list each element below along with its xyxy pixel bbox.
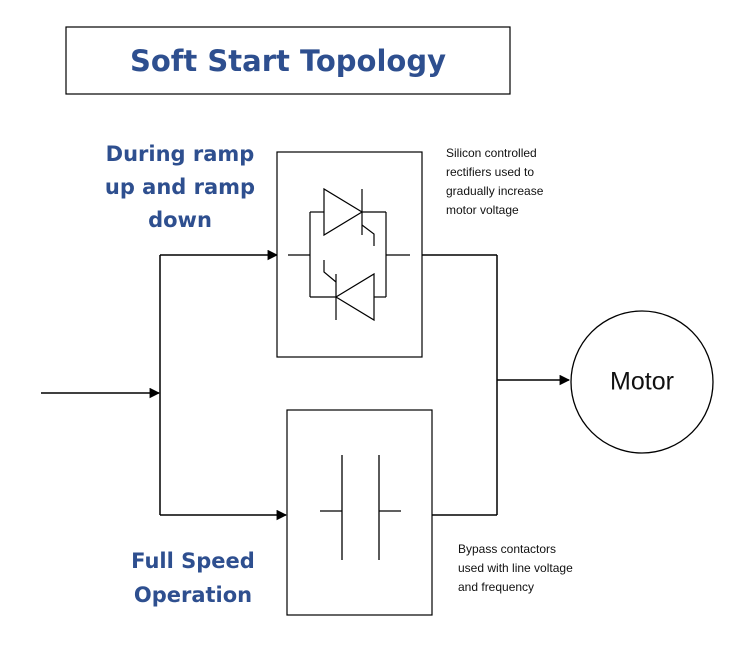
- bypass-note-line-1: Bypass contactors: [458, 542, 556, 556]
- ramp-label: During ramp up and ramp down: [105, 142, 255, 232]
- output-wiring: [422, 254, 571, 516]
- bypass-note: Bypass contactors used with line voltage…: [458, 542, 573, 594]
- bypass-box: [286, 409, 433, 616]
- full-speed-label-line-1: Full Speed: [131, 549, 255, 573]
- full-speed-label: Full Speed Operation: [131, 549, 255, 607]
- full-speed-label-line-2: Operation: [134, 583, 252, 607]
- scr-symbol: [288, 187, 410, 322]
- ramp-label-line-1: During ramp: [106, 142, 255, 166]
- diagram-title: Soft Start Topology: [130, 44, 446, 78]
- scr-note-line-1: Silicon controlled: [446, 146, 537, 160]
- scr-note-line-2: rectifiers used to: [446, 165, 534, 179]
- scr-note-line-4: motor voltage: [446, 203, 519, 217]
- scr-note-line-3: gradually increase: [446, 184, 544, 198]
- bypass-note-line-3: and frequency: [458, 580, 534, 594]
- contactor-symbol: [320, 455, 401, 560]
- ramp-label-line-3: down: [148, 208, 212, 232]
- motor-circle: [570, 310, 714, 454]
- input-wiring: [41, 249, 288, 521]
- motor-label: Motor: [610, 368, 674, 396]
- title-box: [65, 26, 511, 95]
- scr-note: Silicon controlled rectifiers used to gr…: [446, 146, 544, 217]
- ramp-label-line-2: up and ramp: [105, 175, 255, 199]
- bypass-note-line-2: used with line voltage: [458, 561, 573, 575]
